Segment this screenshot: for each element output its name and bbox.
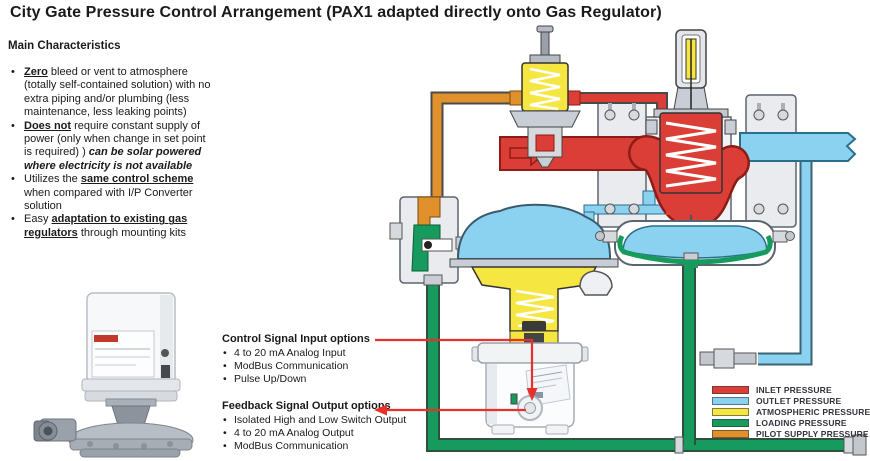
main-characteristics-list: Zero bleed or vent to atmosphere (totall… — [8, 66, 214, 240]
actuator-diaphragm — [449, 203, 619, 332]
legend-label: LOADING PRESSURE — [756, 418, 847, 428]
annotation-arrows — [374, 338, 538, 416]
list-item: 4 to 20 mA Analog Output — [220, 427, 455, 440]
legend-label: OUTLET PRESSURE — [756, 396, 842, 406]
list-item: ModBus Communication — [220, 360, 455, 373]
legend-swatch — [712, 430, 749, 438]
control-signal-block: Control Signal Input options 4 to 20 mA … — [220, 333, 455, 385]
vent-bell — [579, 270, 613, 296]
main-regulator — [645, 29, 737, 194]
flange-bolts — [604, 103, 789, 215]
page-title: City Gate Pressure Control Arrangement (… — [10, 4, 662, 21]
legend-swatch — [712, 408, 749, 416]
legend-swatch — [712, 397, 749, 405]
legend-swatch — [712, 386, 749, 394]
legend-label: INLET PRESSURE — [756, 385, 832, 395]
regulator-photo — [33, 292, 194, 458]
pax1-canister-photo — [81, 292, 181, 402]
status-led — [510, 393, 518, 405]
schematic-diagram — [374, 25, 867, 456]
control-signal-list: 4 to 20 mA Analog InputModBus Communicat… — [220, 347, 455, 385]
feedback-signal-heading: Feedback Signal Output options — [222, 400, 391, 412]
legend-row: PILOT SUPPLY PRESSURE — [712, 429, 870, 439]
legend-row: ATMOSPHERIC PRESSURE — [712, 407, 870, 417]
legend-row: LOADING PRESSURE — [712, 418, 870, 428]
main-characteristics-heading: Main Characteristics — [8, 40, 121, 52]
list-item: Isolated High and Low Switch Output — [220, 414, 455, 427]
outlet-pipe — [739, 132, 857, 162]
legend-label: PILOT SUPPLY PRESSURE — [756, 429, 869, 439]
pax1-actuator — [471, 330, 589, 435]
legend-row: INLET PRESSURE — [712, 385, 870, 395]
feedback-signal-list: Isolated High and Low Switch Output4 to … — [220, 414, 455, 452]
pipe-fitting — [674, 436, 684, 454]
loading-pressure-line — [426, 263, 867, 456]
feedback-signal-block: Feedback Signal Output options Isolated … — [220, 400, 455, 452]
list-item: Zero bleed or vent to atmosphere (totall… — [8, 66, 214, 120]
legend-label: ATMOSPHERIC PRESSURE — [756, 407, 870, 417]
list-item: Pulse Up/Down — [220, 373, 455, 386]
list-item: 4 to 20 mA Analog Input — [220, 347, 455, 360]
list-item: Does not require constant supply of powe… — [8, 120, 214, 174]
list-item: Utilizes the same control scheme when co… — [8, 173, 214, 213]
list-item: Easy adaptation to existing gas regulato… — [8, 213, 214, 240]
main-characteristics-panel: Main Characteristics Zero bleed or vent … — [8, 40, 214, 240]
legend-row: OUTLET PRESSURE — [712, 396, 870, 406]
control-signal-heading: Control Signal Input options — [222, 333, 370, 345]
pilot-regulator — [509, 25, 581, 168]
restrictor-fitting — [699, 351, 715, 366]
pilot-supply-line — [430, 91, 526, 217]
list-item: ModBus Communication — [220, 440, 455, 453]
control-signal-arrow — [375, 338, 534, 389]
regulator-body-photo — [33, 398, 194, 458]
legend-swatch — [712, 419, 749, 427]
main-diaphragm — [595, 215, 795, 268]
